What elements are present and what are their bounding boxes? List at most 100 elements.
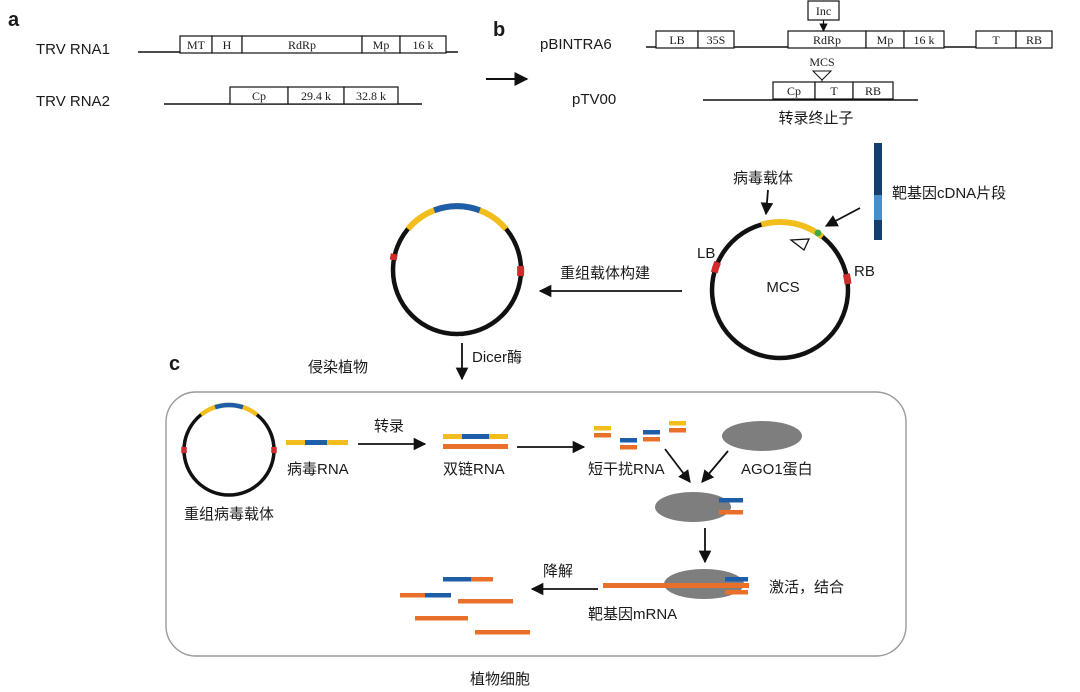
cdna-bar-top [874, 143, 882, 195]
vector-plasmid: LB RB MCS [697, 219, 875, 361]
plant-cell-label: 植物细胞 [470, 671, 530, 688]
gene-box-label: Mp [877, 33, 894, 47]
recombine-label: 重组载体构建 [560, 265, 650, 282]
cdna-bar-mid [874, 195, 882, 220]
risc-sirna-orange [719, 510, 743, 515]
gene-box-label: T [830, 84, 838, 98]
gene-box [852, 81, 894, 100]
viral-rna-yellow-right [327, 440, 348, 445]
ago1-label: AGO1蛋白 [741, 461, 813, 478]
gene-box-label: Cp [787, 84, 801, 98]
risc-ago1 [655, 492, 731, 522]
viral-rna-blue [305, 440, 327, 445]
plant-cell-boundary [165, 391, 907, 657]
transcribe-label: 转录 [374, 418, 404, 435]
target-cdna-fragment: 靶基因cDNA片段 [874, 143, 1006, 240]
target-mrna-label: 靶基因mRNA [588, 606, 677, 623]
frag-5 [475, 630, 530, 635]
sirna-label: 短干扰RNA [588, 461, 665, 478]
sirna-2b [620, 445, 637, 450]
target-mrna-complex: 激活，结合 靶基因mRNA [588, 569, 844, 623]
viral-vector-label: 病毒载体 [733, 170, 793, 187]
degraded-fragments [400, 577, 530, 635]
gene-box [343, 86, 399, 105]
gene-box-label: H [223, 38, 232, 52]
frag-2b [425, 593, 451, 598]
degrade-label: 降解 [543, 563, 573, 580]
frag-4 [415, 616, 468, 621]
inc-box-label: Inc [816, 4, 831, 18]
sirna-1b [594, 433, 611, 438]
ago1-to-risc-arrow [701, 450, 729, 483]
dsrna-label: 双链RNA [443, 461, 505, 478]
dsrna: 双链RNA [443, 434, 508, 478]
dsrna-yellow-left [443, 434, 462, 439]
bound-sirna-blue [725, 577, 748, 582]
gene-box-label: Cp [252, 89, 266, 103]
gene-box-label: Mp [373, 38, 390, 52]
risc-sirna-blue [719, 498, 743, 503]
mcs-triangle [811, 70, 833, 81]
gene-box-label: T [992, 33, 1000, 47]
vector-insert-site [814, 229, 822, 237]
sirna-4b [669, 428, 686, 433]
dsrna-yellow-right [489, 434, 508, 439]
vector-mcs-label: MCS [766, 279, 799, 296]
dicer-label: Dicer酶 [472, 349, 522, 366]
terminator-label: 转录终止子 [778, 110, 853, 127]
pbintra6-label: pBINTRA6 [540, 36, 612, 53]
sirna-3b [643, 437, 660, 442]
mcs-top-label: MCS [809, 55, 834, 69]
vector-rb-label: RB [854, 263, 875, 280]
panel-label-b: b [493, 19, 505, 41]
frag-2a [400, 593, 425, 598]
gene-box-label: 16 k [914, 33, 935, 47]
gene-box [399, 35, 447, 54]
risc-complex [655, 492, 743, 522]
vector-yellow-segment [760, 219, 825, 240]
viral-rna-yellow-left [286, 440, 305, 445]
sirna-3a [643, 430, 660, 435]
gene-box-label: 35S [707, 33, 726, 47]
ago1-protein [722, 421, 802, 451]
recombinant-vector-label: 重组病毒载体 [184, 506, 274, 523]
gene-box [1015, 30, 1053, 49]
bound-sirna-orange [725, 590, 748, 595]
vector-lb-label: LB [697, 245, 715, 262]
viral-rna-label: 病毒RNA [287, 461, 349, 478]
trv-rna1-label: TRV RNA1 [36, 41, 110, 58]
activate-bind-label: 激活，结合 [769, 579, 844, 596]
cdna-bar-bottom [874, 220, 882, 240]
gene-box-label: 29.4 k [301, 89, 331, 103]
panel-label-c: c [169, 353, 180, 375]
sirna-4a [669, 421, 686, 426]
viral-rna: 病毒RNA [286, 440, 349, 478]
gene-box-label: RB [865, 84, 881, 98]
dsrna-blue [462, 434, 489, 439]
recombined-yellow-segment [405, 203, 509, 231]
vector-rb-marker [842, 273, 852, 285]
sirna-1a [594, 426, 611, 431]
gene-box-label: 32.8 k [356, 89, 386, 103]
panel-label-a: a [8, 9, 20, 31]
sirna-2a [620, 438, 637, 443]
ptv00-label: pTV00 [572, 91, 616, 108]
recombined-blue-segment [433, 203, 481, 214]
small-vector-blue [214, 402, 244, 410]
gene-box [697, 30, 735, 49]
sirna-fragments: 短干扰RNA [588, 421, 686, 478]
ptv00: MCS pTV00 Cp T RB 转录终止子 [572, 55, 918, 127]
gene-box-label: LB [669, 33, 684, 47]
sirna-to-risc-arrow [664, 448, 691, 484]
cdna-insert-arrow [824, 207, 861, 227]
gene-box [903, 30, 945, 49]
viral-vector-arrow [760, 189, 774, 216]
recombined-plasmid [389, 203, 525, 337]
gene-box-label: RB [1026, 33, 1042, 47]
